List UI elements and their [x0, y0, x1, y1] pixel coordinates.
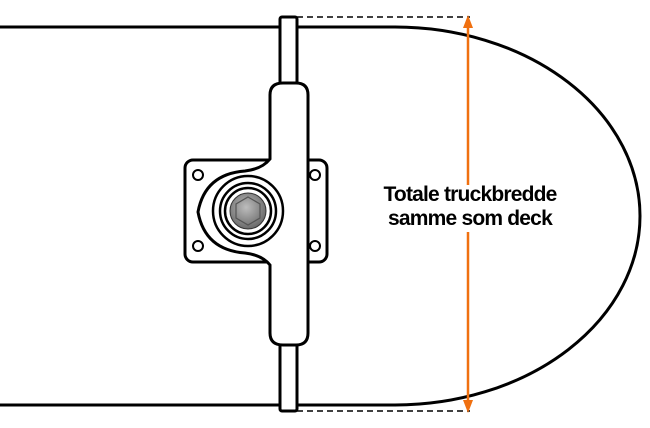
hex-nut-icon: [235, 196, 261, 226]
kingpin-bushing: [211, 174, 285, 248]
annotation-line-1: Totale truckbredde: [383, 183, 557, 206]
annotation-line-2: samme som deck: [388, 207, 553, 230]
width-arrow: [463, 15, 473, 413]
width-dashed-guides: [297, 16, 470, 412]
